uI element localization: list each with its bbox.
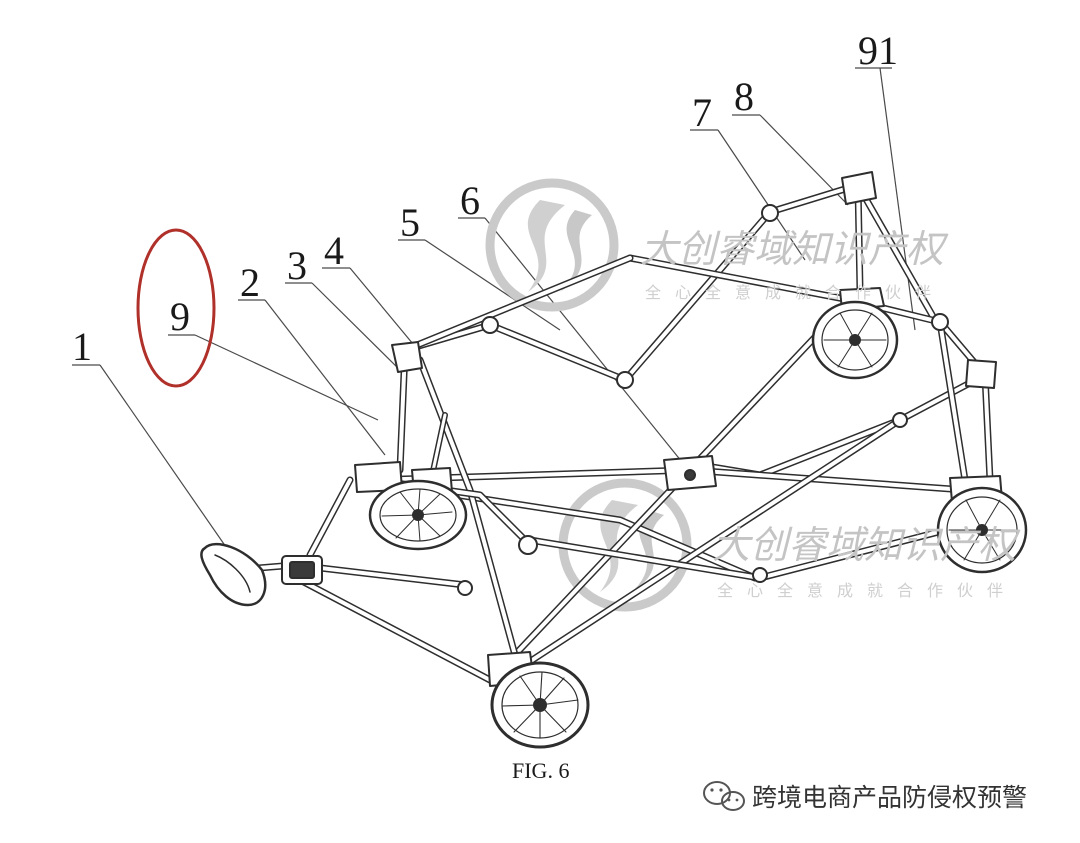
ref-label-9: 9	[170, 294, 190, 339]
ref-label-91: 91	[858, 28, 898, 73]
wechat-icon	[703, 781, 745, 811]
watermark-text-bottom: 大创睿域知识产权 全心全意成就合作伙伴	[712, 523, 1021, 600]
watermark-subtitle-top: 全心全意成就合作伙伴	[645, 283, 945, 302]
ref-label-4: 4	[324, 228, 344, 273]
watermark-text-top: 大创睿域知识产权 全心全意成就合作伙伴	[640, 227, 949, 302]
footer-account: 跨境电商产品防侵权预警	[703, 781, 1027, 812]
watermark-logo-top	[485, 178, 619, 312]
ref-label-1: 1	[72, 324, 92, 369]
ref-label-6: 6	[460, 178, 480, 223]
ref-label-5: 5	[400, 200, 420, 245]
watermark-title-bottom: 大创睿域知识产权	[712, 523, 1021, 567]
ref-label-2: 2	[240, 260, 260, 305]
footer-account-name: 跨境电商产品防侵权预警	[752, 783, 1027, 812]
ref-label-3: 3	[287, 243, 307, 288]
watermark-subtitle-bottom: 全心全意成就合作伙伴	[717, 581, 1017, 600]
figure-caption: FIG. 6	[512, 758, 569, 783]
watermark-title-top: 大创睿域知识产权	[640, 227, 949, 271]
leader-lines	[72, 67, 916, 561]
reference-numerals: 1 9 2 3 4 5 6 7 8 91	[72, 28, 898, 369]
wagon-frame-drawing	[200, 171, 1028, 749]
ref-label-8: 8	[734, 74, 754, 119]
ref-label-7: 7	[692, 90, 712, 135]
highlight-circle	[136, 228, 216, 388]
